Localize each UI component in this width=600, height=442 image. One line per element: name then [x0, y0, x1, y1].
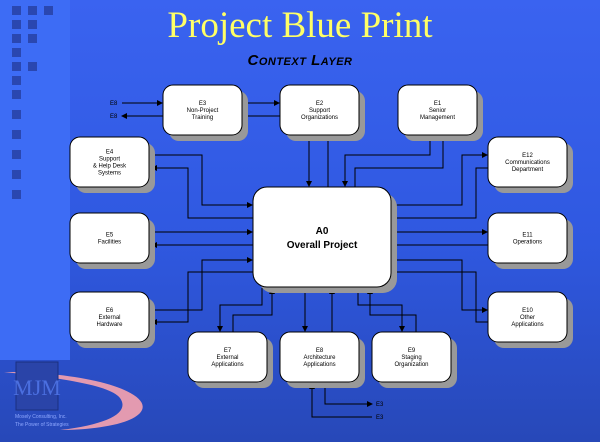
slide-subtitle: Context Layer — [247, 52, 353, 69]
decor-square — [12, 76, 21, 85]
entity-label-line: Management — [420, 115, 455, 121]
decor-square — [12, 170, 21, 179]
decor-square — [28, 20, 37, 29]
center-process-box[interactable]: A0 Overall Project — [252, 186, 397, 293]
decor-square — [12, 90, 21, 99]
entity-label-line: Department — [512, 167, 544, 173]
entity-label-line: & Help Desk — [93, 164, 127, 170]
slide-title: Project Blue Print — [167, 5, 433, 46]
entity-label-line: E3 — [199, 101, 207, 107]
entity-label-line: Support — [99, 157, 120, 163]
entity-label-line: Applications — [211, 362, 243, 368]
entity-label-line: E2 — [316, 101, 324, 107]
decor-square — [44, 6, 53, 15]
decor-square — [12, 62, 21, 71]
entity-label-line: Applications — [511, 322, 543, 328]
entity-label-line: Non-Project — [187, 108, 219, 114]
entity-label-line: Organization — [394, 362, 428, 368]
decor-square — [12, 34, 21, 43]
entity-label-line: E12 — [522, 153, 533, 159]
left-decor-strip — [0, 0, 70, 360]
entity-label-line: Organizations — [301, 115, 338, 121]
decor-square — [12, 6, 21, 15]
entity-label-line: External — [216, 355, 238, 361]
center-id: A0 — [316, 226, 329, 237]
entity-label-line: E6 — [106, 308, 114, 314]
decor-square — [12, 130, 21, 139]
entity-label-line: Senior — [429, 108, 446, 114]
decor-square — [12, 110, 21, 119]
entity-label-line: E11 — [522, 233, 533, 239]
external-ref-label: E8 — [110, 114, 118, 120]
external-ref-label: E3 — [376, 402, 384, 408]
decor-square — [28, 62, 37, 71]
entity-label-line: E5 — [106, 233, 114, 239]
entity-label-line: Applications — [303, 362, 335, 368]
entity-label-line: Staging — [401, 355, 421, 361]
entity-label-line: Architecture — [303, 355, 336, 361]
decor-square — [12, 190, 21, 199]
decor-square — [28, 34, 37, 43]
decor-square — [12, 48, 21, 57]
entity-label-line: E9 — [408, 348, 416, 354]
entity-label-line: External — [98, 315, 120, 321]
entity-label-line: E7 — [224, 348, 232, 354]
entity-label-line: Other — [520, 315, 535, 321]
entity-label-line: Support — [309, 108, 330, 114]
external-ref-label: E3 — [376, 415, 384, 421]
entity-label-line: E4 — [106, 150, 114, 156]
logo-line1: Mosely Consulting, Inc. — [15, 414, 67, 420]
entity-label-line: Facilities — [98, 240, 121, 246]
entity-label-line: Communications — [505, 160, 550, 166]
entity-label-line: Training — [192, 115, 213, 121]
entity-label-line: E10 — [522, 308, 533, 314]
decor-square — [28, 6, 37, 15]
company-logo: MJM Mosely Consulting, Inc. The Power of… — [4, 361, 143, 430]
external-ref-label: E8 — [110, 101, 118, 107]
entity-label-line: Hardware — [96, 322, 123, 328]
decor-square — [12, 150, 21, 159]
entity-label-line: E1 — [434, 101, 442, 107]
logo-mark: MJM — [13, 375, 61, 400]
decor-square — [12, 20, 21, 29]
connectors — [121, 100, 488, 418]
logo-line2: The Power of Strategies — [15, 422, 69, 428]
entity-label-line: Systems — [98, 171, 121, 177]
center-label: Overall Project — [287, 240, 358, 251]
entity-label-line: Operations — [513, 240, 542, 246]
entity-label-line: E8 — [316, 348, 324, 354]
